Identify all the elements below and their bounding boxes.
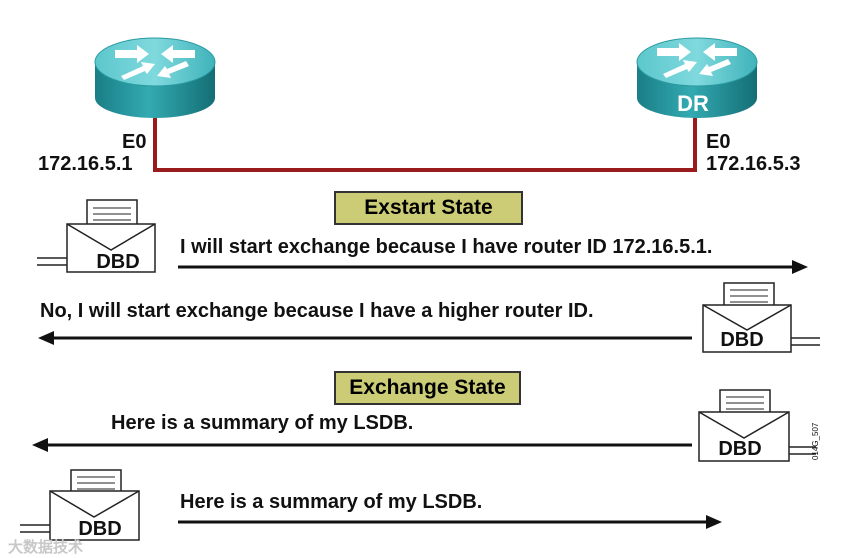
left-ip-label: 172.16.5.1 [38,153,133,175]
router-left-icon [94,37,216,118]
message-3: Here is a summary of my LSDB. [111,412,414,434]
dbd-label-4: DBD [78,518,121,540]
dbd-envelope-2-icon: DBD [702,282,820,353]
arrow-left-2 [38,331,692,345]
dbd-label-1: DBD [96,251,139,273]
dbd-label-2: DBD [720,329,763,351]
exchange-state-box: Exchange State [334,371,521,405]
watermark-text: 大数据技术 [8,539,84,556]
router-dr-icon: DR [636,37,758,118]
dbd-envelope-1-icon: DBD [37,199,156,273]
arrow-right-4 [178,515,722,529]
left-interface-label: E0 [122,131,147,153]
message-2: No, I will start exchange because I have… [40,300,594,322]
figure-code: 014G_507 [811,422,820,460]
arrow-left-3 [32,438,692,452]
message-1: I will start exchange because I have rou… [180,236,713,258]
dr-label: DR [677,91,709,116]
arrow-right-1 [178,260,808,274]
dbd-label-3: DBD [718,438,761,460]
right-ip-label: 172.16.5.3 [706,153,801,175]
dbd-envelope-4-icon: DBD [20,469,140,541]
right-interface-label: E0 [706,131,731,153]
message-4: Here is a summary of my LSDB. [180,491,483,513]
exstart-state-box: Exstart State [334,191,523,225]
dbd-envelope-3-icon: DBD [698,389,816,462]
ethernet-link [153,110,697,172]
